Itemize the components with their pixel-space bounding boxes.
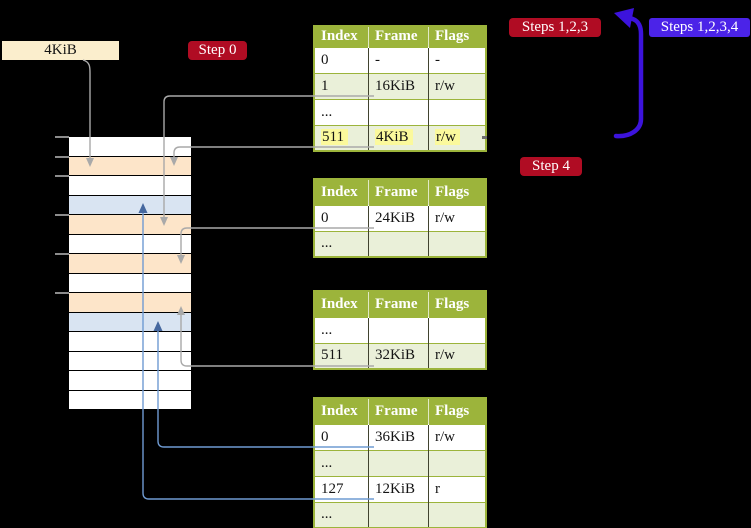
table-cell: ... bbox=[314, 230, 369, 257]
table-cell bbox=[428, 230, 486, 257]
table-cell: 24KiB bbox=[368, 204, 429, 231]
big-blue-arrowhead bbox=[614, 8, 634, 28]
memory-tick bbox=[55, 136, 69, 138]
table-row: 511 4KiB r/w bbox=[314, 124, 486, 151]
table-cell bbox=[368, 98, 429, 125]
table-cell: ... bbox=[314, 98, 369, 125]
table-cell: 12KiB bbox=[368, 475, 429, 502]
table-cell bbox=[428, 98, 486, 125]
memory-frame-row bbox=[69, 312, 191, 331]
badge-step-0: Step 0 bbox=[188, 41, 247, 60]
badge-steps-1-2-3-4: Steps 1,2,3,4 bbox=[649, 18, 750, 37]
table-cell: 16KiB bbox=[368, 72, 429, 99]
memory-frame-row bbox=[69, 195, 191, 214]
memory-tick bbox=[55, 214, 69, 216]
highlighted-value: 4KiB bbox=[375, 129, 413, 146]
memory-frame-row bbox=[69, 254, 191, 273]
badge-steps-1-2-3: Steps 1,2,3 bbox=[509, 18, 601, 37]
column-header-frame: Frame bbox=[368, 26, 429, 47]
big-blue-loop-arrow bbox=[613, 15, 644, 139]
memory-frame-row bbox=[69, 176, 191, 195]
table-row: ... bbox=[314, 316, 486, 343]
memory-tick bbox=[55, 175, 69, 177]
column-header-frame: Frame bbox=[368, 179, 429, 205]
table-cell: 511 bbox=[314, 124, 369, 151]
table-cell: 4KiB bbox=[368, 124, 429, 151]
table-cell: r/w bbox=[428, 72, 486, 99]
table-cell bbox=[368, 501, 429, 528]
table-cell: ... bbox=[314, 501, 369, 528]
memory-frame-row bbox=[69, 293, 191, 312]
column-header-flags: Flags bbox=[428, 398, 486, 424]
table-cell: - bbox=[428, 46, 486, 73]
table-row: ... bbox=[314, 449, 486, 476]
table-cell: 36KiB bbox=[368, 423, 429, 450]
table-cell: 0 bbox=[314, 204, 369, 231]
highlighted-value: r/w bbox=[435, 129, 460, 146]
table-cell: - bbox=[368, 46, 429, 73]
memory-frame-row bbox=[69, 371, 191, 390]
table-cell: r/w bbox=[428, 124, 486, 151]
memory-frame-row bbox=[69, 234, 191, 253]
column-header-frame: Frame bbox=[368, 398, 429, 424]
table-cell: r/w bbox=[428, 423, 486, 450]
memory-tick bbox=[55, 156, 69, 158]
column-header-index: Index bbox=[314, 26, 369, 47]
column-header-index: Index bbox=[314, 398, 369, 424]
table-row: ... bbox=[314, 230, 486, 257]
table-cell bbox=[368, 316, 429, 343]
badge-step-4: Step 4 bbox=[520, 157, 582, 176]
frame-size-label: 4KiB bbox=[2, 41, 119, 60]
table-cell bbox=[428, 316, 486, 343]
table-cell bbox=[368, 449, 429, 476]
table-cell: 32KiB bbox=[368, 342, 429, 369]
column-header-frame: Frame bbox=[368, 291, 429, 317]
column-header-flags: Flags bbox=[428, 26, 486, 47]
column-header-flags: Flags bbox=[428, 179, 486, 205]
table-row: ... bbox=[314, 98, 486, 125]
table-cell bbox=[428, 501, 486, 528]
table-cell: ... bbox=[314, 316, 369, 343]
table-cell: ... bbox=[314, 449, 369, 476]
table-cell bbox=[368, 230, 429, 257]
table-cell: r/w bbox=[428, 204, 486, 231]
memory-frame-row bbox=[69, 351, 191, 370]
table-cell: 127 bbox=[314, 475, 369, 502]
memory-frame-row bbox=[69, 273, 191, 292]
table-row: ... bbox=[314, 501, 486, 528]
table-row: 0-- bbox=[314, 46, 486, 73]
memory-frame-row bbox=[69, 390, 191, 409]
table-cell: r/w bbox=[428, 342, 486, 369]
physical-memory-column bbox=[69, 137, 191, 411]
table-cell: 0 bbox=[314, 46, 369, 73]
table-cell: 1 bbox=[314, 72, 369, 99]
memory-frame-row bbox=[69, 156, 191, 175]
memory-tick bbox=[55, 292, 69, 294]
column-header-flags: Flags bbox=[428, 291, 486, 317]
highlighted-value: 511 bbox=[321, 129, 348, 146]
column-header-index: Index bbox=[314, 179, 369, 205]
column-header-index: Index bbox=[314, 291, 369, 317]
table-cell bbox=[428, 449, 486, 476]
table-cell: 0 bbox=[314, 423, 369, 450]
memory-frame-row bbox=[69, 332, 191, 351]
table-cell: 511 bbox=[314, 342, 369, 369]
table-cell: r bbox=[428, 475, 486, 502]
memory-frame-row bbox=[69, 215, 191, 234]
memory-tick bbox=[55, 253, 69, 255]
memory-frame-row bbox=[69, 137, 191, 156]
